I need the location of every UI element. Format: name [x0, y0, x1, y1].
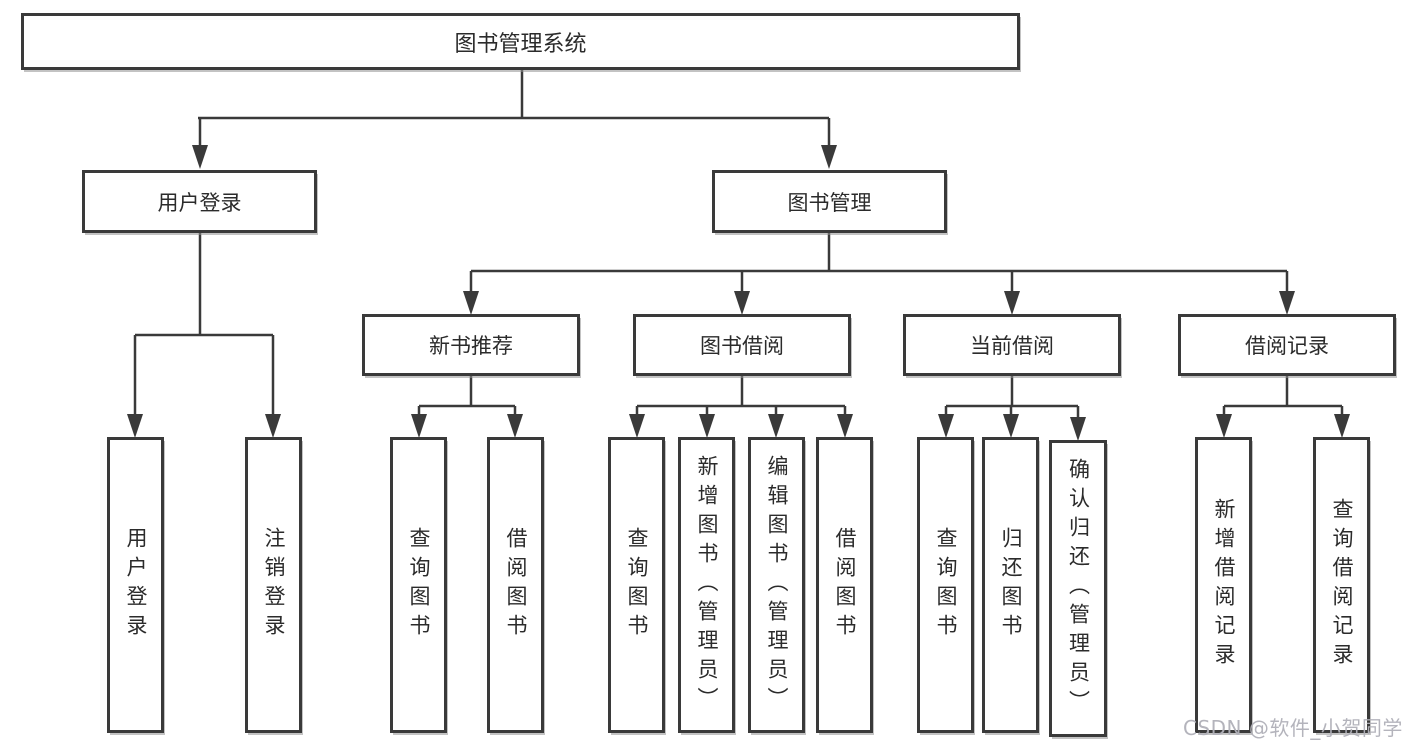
leaf-add-borrow-record: 新增借阅记录 — [1195, 437, 1252, 733]
leaf-logout: 注销登录 — [245, 437, 302, 733]
arrowheads — [127, 145, 1350, 441]
node-label: 图书借阅 — [700, 334, 784, 358]
node-library-management-system: 图书管理系统 — [21, 13, 1020, 70]
leaf-user-login: 用户登录 — [107, 437, 164, 733]
node-label: 注销登录 — [262, 527, 286, 643]
node-book-management-branch: 图书管理 — [712, 170, 947, 233]
leaf-query-borrow-record: 查询借阅记录 — [1313, 437, 1370, 733]
node-label: 归还图书 — [999, 527, 1023, 643]
leaf-add-book-admin: 新增图书（管理员） — [678, 437, 735, 733]
leaf-edit-book-admin: 编辑图书（管理员） — [748, 437, 805, 733]
node-label: 借阅记录 — [1245, 334, 1329, 358]
leaf-query-books-borrowing: 查询图书 — [608, 437, 665, 733]
node-label: 用户登录 — [124, 527, 148, 643]
node-label: 用户登录 — [157, 190, 242, 215]
node-label: 新增图书（管理员） — [695, 454, 719, 716]
leaf-query-books-recommend: 查询图书 — [390, 437, 447, 733]
node-label: 新书推荐 — [429, 334, 513, 358]
tree-edges — [133, 70, 1344, 423]
node-label: 借阅图书 — [504, 527, 528, 643]
node-label: 图书管理系统 — [454, 31, 587, 57]
csdn-watermark: CSDN @软件_小贺同学 — [1183, 716, 1403, 740]
node-label: 查询图书 — [934, 527, 958, 643]
node-label: 查询图书 — [407, 527, 431, 643]
node-user-login-branch: 用户登录 — [82, 170, 317, 233]
node-label: 当前借阅 — [970, 334, 1054, 358]
node-book-borrowing: 图书借阅 — [633, 314, 851, 376]
leaf-confirm-return-admin: 确认归还（管理员） — [1049, 440, 1107, 737]
leaf-borrow-books: 借阅图书 — [816, 437, 873, 733]
node-new-book-recommendation: 新书推荐 — [362, 314, 580, 376]
node-label: 查询借阅记录 — [1330, 498, 1354, 672]
leaf-query-books-current: 查询图书 — [917, 437, 974, 733]
node-current-borrowing: 当前借阅 — [903, 314, 1121, 376]
node-label: 新增借阅记录 — [1212, 498, 1236, 672]
leaf-return-book: 归还图书 — [982, 437, 1039, 733]
node-label: 查询图书 — [625, 527, 649, 643]
leaf-borrow-books-recommend: 借阅图书 — [487, 437, 544, 733]
node-label: 确认归还（管理员） — [1066, 458, 1091, 719]
node-borrowing-records: 借阅记录 — [1178, 314, 1396, 376]
node-label: 编辑图书（管理员） — [765, 454, 789, 716]
node-label: 借阅图书 — [833, 527, 857, 643]
node-label: 图书管理 — [787, 190, 872, 215]
